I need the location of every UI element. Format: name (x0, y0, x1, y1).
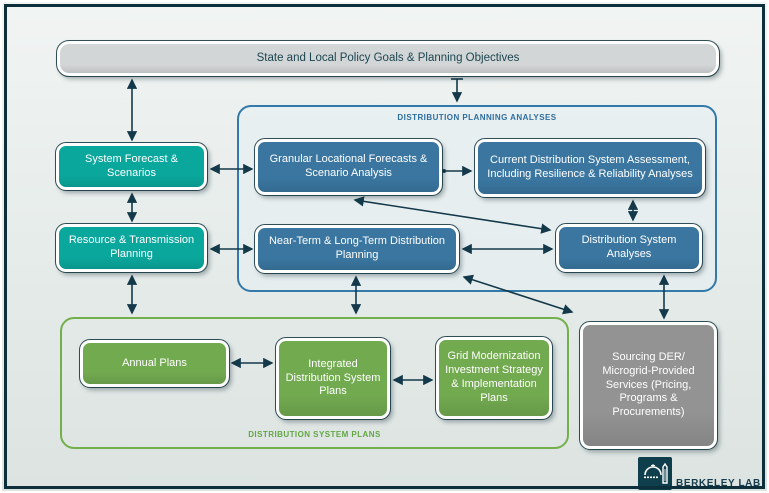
policy-goals-box: State and Local Policy Goals & Planning … (56, 40, 720, 77)
distribution-system-plans-container: DISTRIBUTION SYSTEM PLANS (60, 317, 569, 449)
berkeley-lab-logo-icon (638, 457, 672, 490)
berkeley-lab-label: BERKELEY LAB (676, 478, 761, 489)
distribution-system-analyses-box: Distribution System Analyses (555, 223, 703, 273)
arrow-granular-dsanalyses (353, 196, 552, 234)
system-plans-title: DISTRIBUTION SYSTEM PLANS (248, 430, 381, 439)
system-forecast-box: System Forecast & Scenarios (55, 142, 208, 191)
current-assessment-box: Current Distribution System Assessment, … (474, 138, 706, 198)
planning-analyses-title: DISTRIBUTION PLANNING ANALYSES (397, 113, 557, 122)
grid-modernization-box: Grid Modernization Investment Strategy &… (435, 336, 553, 420)
arrow-nearterm-sourcing (462, 274, 574, 315)
annual-plans-box: Annual Plans (79, 339, 230, 388)
sourcing-der-box: Sourcing DER/ Microgrid-Provided Service… (579, 321, 718, 450)
integrated-plans-box: Integrated Distribution System Plans (275, 337, 391, 420)
granular-forecasts-box: Granular Locational Forecasts & Scenario… (254, 138, 443, 196)
resource-transmission-box: Resource & Transmission Planning (55, 223, 208, 273)
near-long-term-box: Near-Term & Long-Term Distribution Plann… (254, 224, 460, 274)
berkeley-lab-logo: BERKELEY LAB (638, 457, 761, 490)
